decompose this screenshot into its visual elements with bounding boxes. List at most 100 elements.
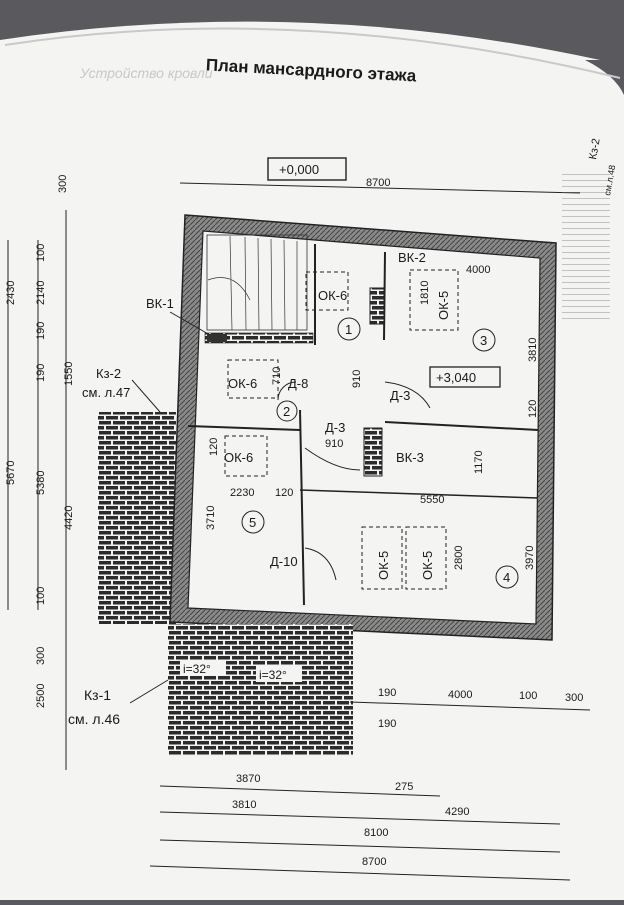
dim-line-bot-4 [159,839,561,853]
vent-shaft-vk1 [207,334,227,342]
faint-header: Устройство кровли [79,65,213,81]
dim-inner-2230: 2230 [230,487,254,499]
leader-vk1 [169,311,211,336]
wall-partition-3 [299,409,305,606]
room-circle-1 [337,317,361,341]
dim-inner-120b: 120 [208,438,220,456]
door-swing-d10 [304,547,337,581]
dim-inner-1810: 1810 [419,281,431,305]
dim-inner-2800: 2800 [453,546,465,570]
wall-partition-2 [187,425,301,431]
dim-line-bot-1 [349,701,591,711]
dim-bot-300: 300 [565,692,583,704]
room-2: 2 [283,404,290,419]
dim-left-190a: 190 [35,322,47,340]
room-4: 4 [503,570,510,585]
dim-bot-4290: 4290 [445,806,469,818]
window-ok5-a: ОК-5 [376,551,391,580]
leader-kz1 [129,679,169,704]
dim-bot-8700: 8700 [362,856,386,868]
ref-kz1-sheet: см. л.46 [68,711,120,727]
level-marker-attic: +3,040 [436,370,476,385]
page-fold-line [4,27,621,79]
leader-kz2 [131,379,161,413]
room-circle-2 [276,400,298,422]
dim-bot-4000: 4000 [448,689,472,701]
dim-left-100a: 100 [35,244,47,262]
stair-rail [204,332,314,344]
room-1: 1 [345,322,352,337]
dim-left-4420: 4420 [63,506,75,530]
dim-bot-3870: 3870 [236,773,260,785]
roof-slope-bottom-brick [168,624,353,756]
dim-inner-910b: 910 [325,438,343,450]
dim-bot-190b: 190 [378,718,396,730]
dim-line-top [179,182,581,194]
dim-bot-275: 275 [395,781,413,793]
level-marker-ground: +0,000 [279,162,319,177]
vent-shaft-vk3 [363,427,383,477]
wall-partition-5 [299,489,539,499]
slope-label-bg-2 [256,666,302,682]
stair-steps [207,235,298,331]
dim-top-total: 8700 [366,177,390,189]
window-box-ok5-b [405,526,447,590]
room-circle-4 [495,565,519,589]
dim-left-5670: 5670 [5,461,17,485]
room-3: 3 [480,333,487,348]
dim-inner-120a: 120 [527,400,539,418]
dim-left-100b: 100 [35,587,47,605]
dim-line-bot-2 [159,785,441,797]
vent-vk2: ВК-2 [398,250,426,265]
window-ok6-top: ОК-6 [318,288,347,303]
dim-top-left-300: 300 [57,175,69,193]
dim-top-right: 4000 [466,264,490,276]
slope-label-bg-1 [180,660,226,676]
dim-bot-3810: 3810 [232,799,256,811]
level-marker-ground-box [267,157,347,181]
ref-kz1: Кз-1 [84,687,111,703]
dim-inner-3810: 3810 [527,338,539,362]
room-circle-3 [472,328,496,352]
door-swing-d3-b [304,447,361,471]
window-ok6-a: ОК-6 [228,376,257,391]
door-swing-d8 [277,381,297,401]
dim-left-2430: 2430 [5,281,17,305]
dim-inner-3970: 3970 [524,546,536,570]
ref-kz2-left: Кз-2 [96,366,121,381]
window-box-ok6-b [224,435,268,477]
stair [206,234,308,331]
vent-vk3: ВК-3 [396,450,424,465]
dim-left-2140: 2140 [35,281,47,305]
roof-hatch-right [562,170,610,320]
door-d10: Д-10 [270,554,298,569]
dim-left-1550: 1550 [63,362,75,386]
vent-shaft-vk2 [369,287,385,325]
dim-left-190b: 190 [35,364,47,382]
window-ok5-top: ОК-5 [436,291,451,320]
dim-line-bot-3 [159,811,561,825]
dim-inner-910a: 910 [351,370,363,388]
slope-2: i=32° [259,668,287,682]
room-circle-5 [241,510,265,534]
dim-inner-5550: 5550 [420,494,444,506]
dim-left-5380: 5380 [35,471,47,495]
door-d3-b: Д-3 [325,420,345,435]
wall-partition-4 [384,421,539,431]
door-d3-a: Д-3 [390,388,410,403]
paper-curl-shadow [585,60,624,95]
ref-kz2-left-sheet: см. л.47 [82,385,130,400]
vent-vk1: ВК-1 [146,296,174,311]
window-box-ok6-top [305,271,349,311]
door-d8: Д-8 [288,376,308,391]
window-ok6-b: ОК-6 [224,450,253,465]
dim-inner-3710: 3710 [205,506,217,530]
door-swing-d3-a [384,381,431,409]
dim-inner-1170: 1170 [473,450,485,474]
dim-bot-100: 100 [519,690,537,702]
dim-left-300b: 300 [35,647,47,665]
ref-kz2-top: Кз-2 [587,138,603,161]
dim-bot-190a: 190 [378,687,396,699]
